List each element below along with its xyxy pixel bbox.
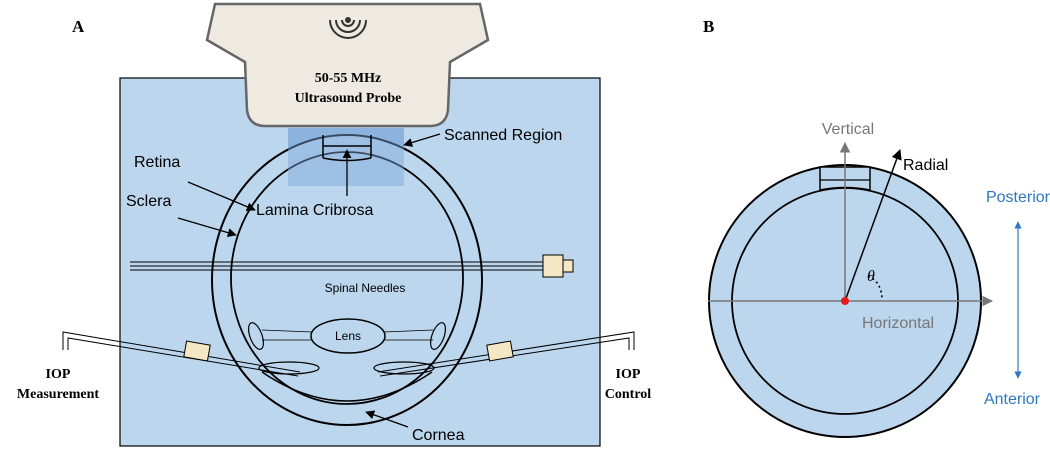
origin-dot [841,297,849,305]
iop-measurement-line [62,331,301,377]
spinal-needles [130,254,574,278]
anterior-label: Anterior [984,391,1041,408]
cornea-curve [261,371,433,402]
panel-a-label: A [72,17,85,36]
lens-label: Lens [335,329,361,343]
theta-label: θ [867,268,875,285]
iop-control-label-2: Control [605,387,652,402]
ultrasound-probe [205,2,490,128]
cornea-label: Cornea [412,427,465,444]
iop-control-line [377,331,635,377]
ciliary-left [248,322,264,350]
transducer-icon [329,17,367,39]
lamina-notch [322,135,372,162]
iris-left [258,361,320,375]
probe-label-2: Ultrasound Probe [295,91,402,106]
iop-control-label-1: IOP [616,367,641,382]
posterior-label: Posterior [986,189,1050,206]
panel-a: A Lens S [17,2,652,447]
lamina-label: Lamina Cribrosa [256,202,373,219]
iop-measurement-label-2: Measurement [17,387,99,402]
radial-label: Radial [903,157,948,174]
sclera-label: Sclera [126,193,171,210]
spinal-needles-label: Spinal Needles [325,281,406,295]
scanned-region-overlay [288,128,404,186]
panel-b: B θ Vertical Radial Horizontal Posterior… [703,17,1050,438]
iop-measurement-label-1: IOP [46,367,71,382]
horizontal-label: Horizontal [862,315,934,332]
probe-label-1: 50-55 MHz [315,71,381,86]
lens [310,318,386,354]
needle-hub [542,254,564,278]
ciliary-right [430,322,446,350]
vertical-label: Vertical [822,121,874,138]
radial-axis [844,149,902,302]
scanned-region-label: Scanned Region [444,127,562,144]
panel-b-label: B [703,17,714,36]
retina-label: Retina [134,154,180,171]
theta-arc [867,275,883,301]
sclera-outer [211,134,483,426]
